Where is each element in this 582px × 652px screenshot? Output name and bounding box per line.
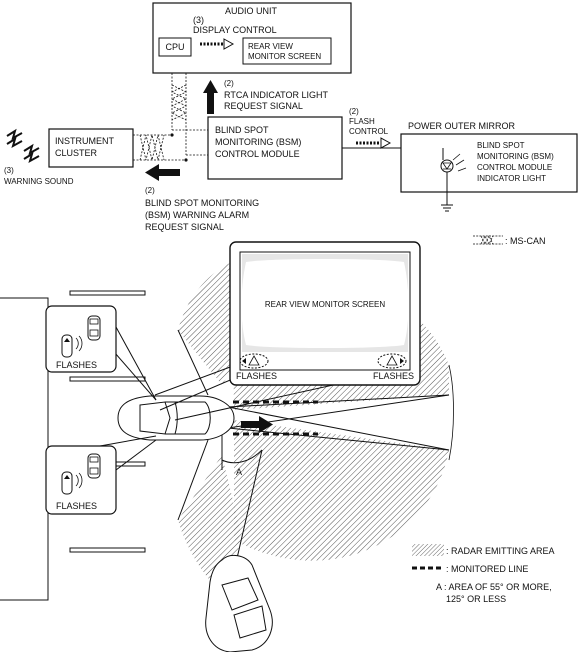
main-car xyxy=(117,395,235,441)
instrument-cluster-line1: INSTRUMENT xyxy=(55,136,114,146)
audio-unit-title: AUDIO UNIT xyxy=(225,6,278,16)
mirror-indicator-icon xyxy=(61,471,73,495)
rear-car xyxy=(205,554,273,652)
bsm-module-line3: CONTROL MODULE xyxy=(215,149,300,159)
rtca-signal-num: (2) xyxy=(224,79,234,88)
flash-control-arrow xyxy=(356,137,392,149)
bottom-legend: : RADAR EMITTING AREA : MONITORED LINE A… xyxy=(412,544,555,604)
direction-arrow xyxy=(241,416,273,433)
display-control-arrow xyxy=(200,38,235,50)
rear-view-screen-line2: MONITOR SCREEN xyxy=(248,52,321,61)
ground-icon xyxy=(441,204,453,212)
bsm-module-line2: MONITORING (BSM) xyxy=(215,137,301,147)
legend-area-a-line2: 125° OR LESS xyxy=(446,594,506,604)
ms-can-vertical-bus xyxy=(171,73,208,156)
flash-control-num: (2) xyxy=(349,107,359,116)
warning-sound-label: WARNING SOUND xyxy=(4,177,74,186)
ms-can-horizontal-bus xyxy=(133,134,186,161)
rtca-arrow-up xyxy=(203,80,218,114)
bus-junction-dot xyxy=(184,158,188,162)
power-outer-mirror-box xyxy=(400,133,578,193)
mirror-lower-flashes: FLASHES xyxy=(56,501,97,511)
power-outer-mirror: POWER OUTER MIRROR BLIND SPOT MONITORING… xyxy=(400,121,578,212)
mirror-indicator-line1: BLIND SPOT xyxy=(477,141,525,150)
monitor-screen-label: REAR VIEW MONITOR SCREEN xyxy=(265,300,386,309)
warning-alarm-arrow-left xyxy=(145,164,180,181)
rtca-signal-line1: RTCA INDICATOR LIGHT xyxy=(224,90,329,100)
display-control-num: (3) xyxy=(193,15,204,25)
legend-area-a-line1: A : AREA OF 55° OR MORE, xyxy=(436,582,552,592)
cpu-box xyxy=(158,37,192,57)
angle-a-label: A xyxy=(236,467,242,477)
mirror-indicator-line2: MONITORING (BSM) xyxy=(477,152,554,161)
instrument-cluster-box xyxy=(48,128,134,168)
warning-alarm-line3: REQUEST SIGNAL xyxy=(145,222,224,232)
instrument-cluster: INSTRUMENT CLUSTER xyxy=(48,128,134,168)
flash-control-line2: CONTROL xyxy=(349,127,389,136)
audio-unit: AUDIO UNIT (3) DISPLAY CONTROL CPU REAR … xyxy=(152,2,352,74)
monitor-flashes-left: FLASHES xyxy=(236,371,277,381)
warning-alarm-line1: BLIND SPOT MONITORING xyxy=(145,198,259,208)
rear-view-screen-line1: REAR VIEW xyxy=(248,42,293,51)
warning-alarm-line2: (BSM) WARNING ALARM xyxy=(145,210,249,220)
bsm-control-module: BLIND SPOT MONITORING (BSM) CONTROL MODU… xyxy=(207,116,343,180)
power-outer-mirror-title: POWER OUTER MIRROR xyxy=(408,121,515,131)
flash-control-line1: FLASH xyxy=(349,117,375,126)
legend-radar-area: : RADAR EMITTING AREA xyxy=(446,546,555,556)
screen-right-indicator xyxy=(377,353,407,369)
ms-can-legend-label: : MS-CAN xyxy=(505,236,546,246)
light-rays-icon xyxy=(452,153,467,172)
warning-alarm-num: (2) xyxy=(145,186,155,195)
radar-area-swatch xyxy=(412,544,444,556)
monitored-lines xyxy=(233,400,318,436)
mirror-indicator-line4: INDICATOR LIGHT xyxy=(477,174,546,183)
ms-can-legend: : MS-CAN xyxy=(473,235,546,246)
rear-view-monitor: REAR VIEW MONITOR SCREEN FLASHES FLASHES xyxy=(154,241,421,421)
mirror-upper-flashes: FLASHES xyxy=(56,360,97,370)
instrument-cluster-line2: CLUSTER xyxy=(55,148,98,158)
legend-monitored-line: : MONITORED LINE xyxy=(446,564,528,574)
warning-sound-num: (3) xyxy=(4,166,14,175)
rear-view-screen-box xyxy=(242,37,332,65)
mirror-callout-upper: FLASHES xyxy=(45,305,157,401)
warning-sound-icon xyxy=(6,128,40,164)
bsm-module-box xyxy=(207,116,343,180)
rtca-signal-line2: REQUEST SIGNAL xyxy=(224,101,303,111)
mirror-indicator-icon xyxy=(61,334,73,358)
screen-left-indicator xyxy=(239,353,269,369)
display-control-label: DISPLAY CONTROL xyxy=(193,25,277,35)
bus-junction-dot xyxy=(170,133,174,137)
indicator-light-icon xyxy=(440,159,454,173)
mirror-callout-lower: FLASHES xyxy=(45,435,157,515)
mirror-indicator-line3: CONTROL MODULE xyxy=(477,163,552,172)
monitor-flashes-right: FLASHES xyxy=(373,371,414,381)
bsm-module-line1: BLIND SPOT xyxy=(215,125,269,135)
cpu-label: CPU xyxy=(165,42,184,52)
